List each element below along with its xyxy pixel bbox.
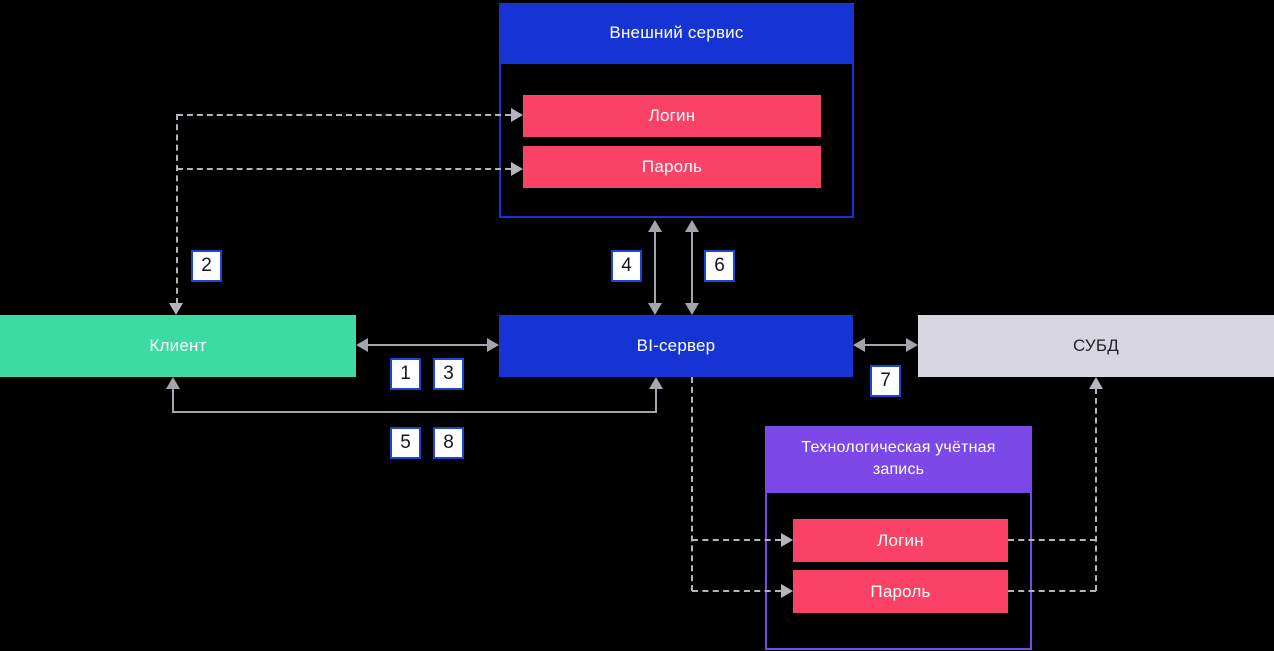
step-badge-8: 8 [433,427,464,459]
arrow-bi-dbms-line [863,344,908,346]
arrow-bi-dbms-head-right-icon [906,338,918,352]
arrow-client-bi-head-left-icon [356,338,368,352]
arrow-step6-line [691,230,693,305]
external-service-login-field: Логин [523,95,821,137]
step-badge-3: 3 [433,358,464,390]
arrow-client-bi-line [366,344,488,346]
dashed-bi-tech-vertical [691,377,693,591]
bi-server-label: BI-сервер [636,336,716,355]
arrow-step4-line [654,230,656,305]
bi-server-node: BI-сервер [499,315,853,377]
dashed-tech-dbms-login-line [1008,539,1096,541]
dbms-node: СУБД [918,315,1274,377]
step-2-label: 2 [201,255,212,276]
step-badge-7: 7 [870,365,901,397]
dashed-bi-tech-password-line [692,590,781,592]
client-label: Клиент [149,336,207,355]
arrow-bi-dbms-head-left-icon [853,338,865,352]
dashed-client-external-password-line [177,168,511,170]
arrow-step6-head-down-icon [685,303,699,315]
step-badge-4: 4 [611,250,642,282]
dashed-client-external-vertical [176,114,178,304]
dashed-bi-tech-login-line [692,539,781,541]
return-path-left-vertical [172,388,174,412]
dashed-head-external-password-icon [511,162,523,176]
arrow-step4-head-down-icon [648,303,662,315]
return-path-horizontal [172,411,657,413]
dashed-head-tech-login-icon [781,533,793,547]
arrow-client-bi-head-right-icon [487,338,499,352]
step-8-label: 8 [443,432,454,453]
dashed-head-dbms-icon [1089,377,1103,389]
dashed-head-external-login-icon [511,108,523,122]
step-badge-2: 2 [191,250,222,282]
tech-account-title: Технологическая учётная запись [801,438,996,478]
tech-account-login-label: Логин [877,530,924,550]
external-service-header: Внешний сервис [499,3,854,62]
tech-account-header: Технологическая учётная запись [765,426,1032,491]
dashed-tech-dbms-vertical [1095,388,1097,591]
return-path-right-vertical [655,388,657,412]
return-path-head-client-icon [166,377,180,389]
dashed-tech-dbms-password-line [1008,590,1096,592]
external-service-login-label: Логин [648,106,696,125]
external-service-title: Внешний сервис [609,22,744,42]
arrow-step4-head-up-icon [648,220,662,232]
return-path-head-bi-server-icon [649,377,663,389]
external-service-password-field: Пароль [523,146,821,188]
step-badge-1: 1 [390,358,421,390]
step-7-label: 7 [880,370,891,391]
step-5-label: 5 [400,432,411,453]
external-service-password-label: Пароль [641,157,703,176]
step-1-label: 1 [400,363,411,384]
step-4-label: 4 [621,255,632,276]
step-3-label: 3 [443,363,454,384]
step-badge-5: 5 [390,427,421,459]
external-service-body [499,62,854,218]
arrow-step6-head-up-icon [685,220,699,232]
dashed-head-client-icon [169,303,183,315]
dashed-head-tech-password-icon [781,584,793,598]
tech-account-password-field: Пароль [793,570,1008,613]
client-node: Клиент [0,315,356,377]
tech-account-password-label: Пароль [870,581,931,601]
step-badge-6: 6 [704,250,735,282]
tech-account-login-field: Логин [793,519,1008,562]
step-6-label: 6 [714,255,725,276]
dashed-client-external-login-line [177,114,511,116]
dbms-label: СУБД [1073,336,1119,355]
